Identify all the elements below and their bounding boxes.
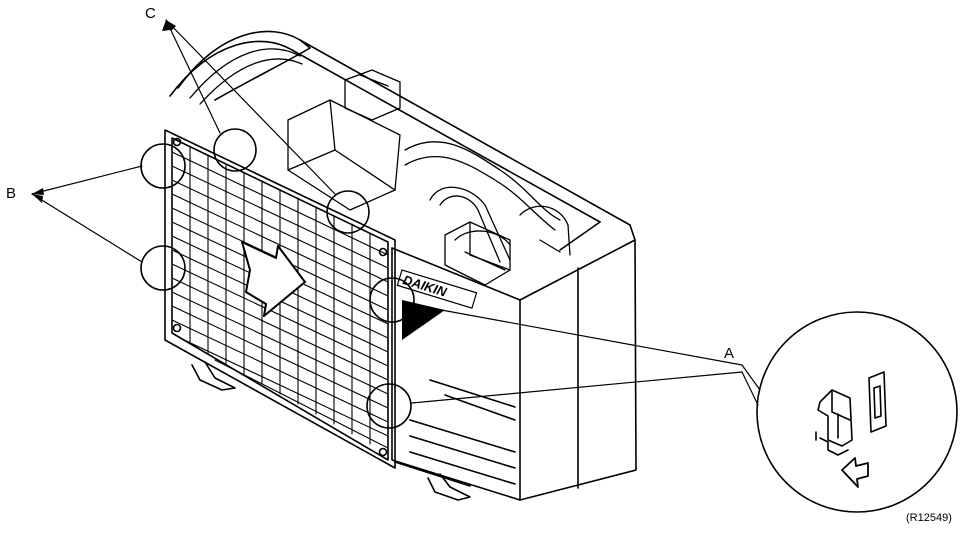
detail-circle-b1 <box>140 143 186 189</box>
grille-bars <box>189 146 371 445</box>
unit-casing <box>169 30 637 501</box>
brand-text: DAIKIN <box>401 272 449 300</box>
callout-label-a: A <box>724 345 735 362</box>
detail-circle-c1 <box>213 128 257 172</box>
callout-label-c: C <box>145 5 156 22</box>
unit-foot-right <box>427 473 471 501</box>
airflow-arrow <box>241 241 306 317</box>
detail-circle-a1 <box>369 277 415 323</box>
leader-arrowheads <box>32 20 176 203</box>
detail-circle-a2 <box>366 383 412 429</box>
callout-label-b: B <box>6 185 17 202</box>
detail-circle-c2 <box>326 190 370 234</box>
logo-wedge <box>402 300 445 340</box>
detail-circle-b2 <box>140 245 186 291</box>
detail-view-a <box>756 311 958 513</box>
reference-code: (R12549) <box>906 512 952 524</box>
unit-foot-left <box>191 361 236 391</box>
leader-lines <box>31 19 761 406</box>
internal-components <box>189 48 571 286</box>
